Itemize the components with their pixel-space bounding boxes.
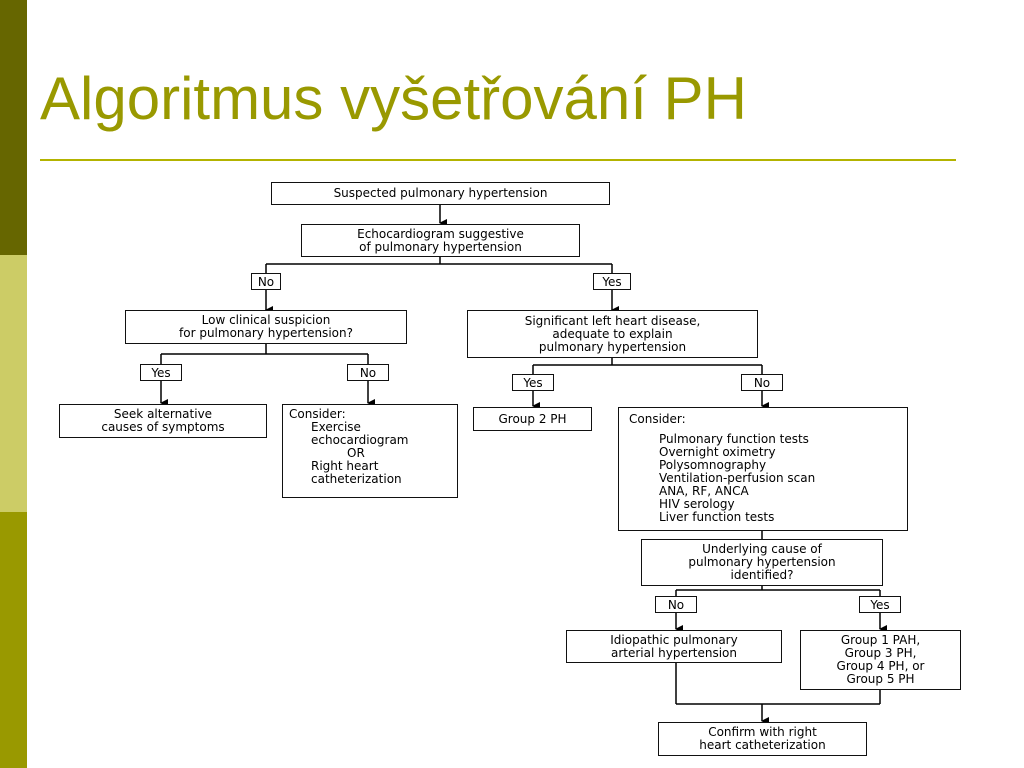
consider-2-item-7: Liver function tests xyxy=(659,510,775,524)
consider-1-line-1: Exercise xyxy=(311,420,361,434)
node-consider-tests: Consider: Pulmonary function tests Overn… xyxy=(618,407,908,531)
consider-1-heading: Consider: xyxy=(289,407,346,421)
label-yes-low-suspicion: Yes xyxy=(140,364,182,381)
title-underline xyxy=(40,159,956,161)
label-yes-underlying: Yes xyxy=(859,596,901,613)
label-no-low-suspicion: No xyxy=(347,364,389,381)
consider-2-item-4: Ventilation-perfusion scan xyxy=(659,471,816,485)
node-other-groups: Group 1 PAH, Group 3 PH, Group 4 PH, or … xyxy=(800,630,961,690)
slide-title: Algoritmus vyšetřování PH xyxy=(40,65,747,132)
consider-2-item-3: Polysomnography xyxy=(659,458,767,472)
node-consider-exercise: Consider: Exercise echocardiogram OR Rig… xyxy=(282,404,458,498)
node-idiopathic-pah: Idiopathic pulmonary arterial hypertensi… xyxy=(566,630,782,663)
node-confirm-catheterization: Confirm with right heart catheterization xyxy=(658,722,867,756)
consider-2-item-1: Pulmonary function tests xyxy=(659,432,809,446)
node-suspected-ph: Suspected pulmonary hypertension xyxy=(271,182,610,205)
node-group-2-ph: Group 2 PH xyxy=(473,407,592,431)
node-underlying-cause: Underlying cause of pulmonary hypertensi… xyxy=(641,539,883,586)
consider-1-line-5: catheterization xyxy=(311,472,402,486)
label-yes-left-heart: Yes xyxy=(512,374,554,391)
label-no-echo: No xyxy=(251,273,281,290)
consider-2-item-6: HIV serology xyxy=(659,497,735,511)
label-yes-echo: Yes xyxy=(593,273,631,290)
consider-2-item-5: ANA, RF, ANCA xyxy=(659,484,749,498)
consider-1-line-4: Right heart xyxy=(311,459,379,473)
node-echocardiogram: Echocardiogram suggestive of pulmonary h… xyxy=(301,224,580,257)
decor-band-middle xyxy=(0,255,27,512)
consider-2-item-2: Overnight oximetry xyxy=(659,445,776,459)
node-low-clinical-suspicion: Low clinical suspicion for pulmonary hyp… xyxy=(125,310,407,344)
consider-1-line-2: echocardiogram xyxy=(311,433,409,447)
node-seek-alternative: Seek alternative causes of symptoms xyxy=(59,404,267,438)
label-no-left-heart: No xyxy=(741,374,783,391)
consider-1-line-3: OR xyxy=(347,446,365,460)
label-no-underlying: No xyxy=(655,596,697,613)
decor-band-top xyxy=(0,0,27,255)
consider-2-heading: Consider: xyxy=(629,412,686,426)
decor-band-bottom xyxy=(0,512,27,768)
node-left-heart-disease: Significant left heart disease, adequate… xyxy=(467,310,758,358)
